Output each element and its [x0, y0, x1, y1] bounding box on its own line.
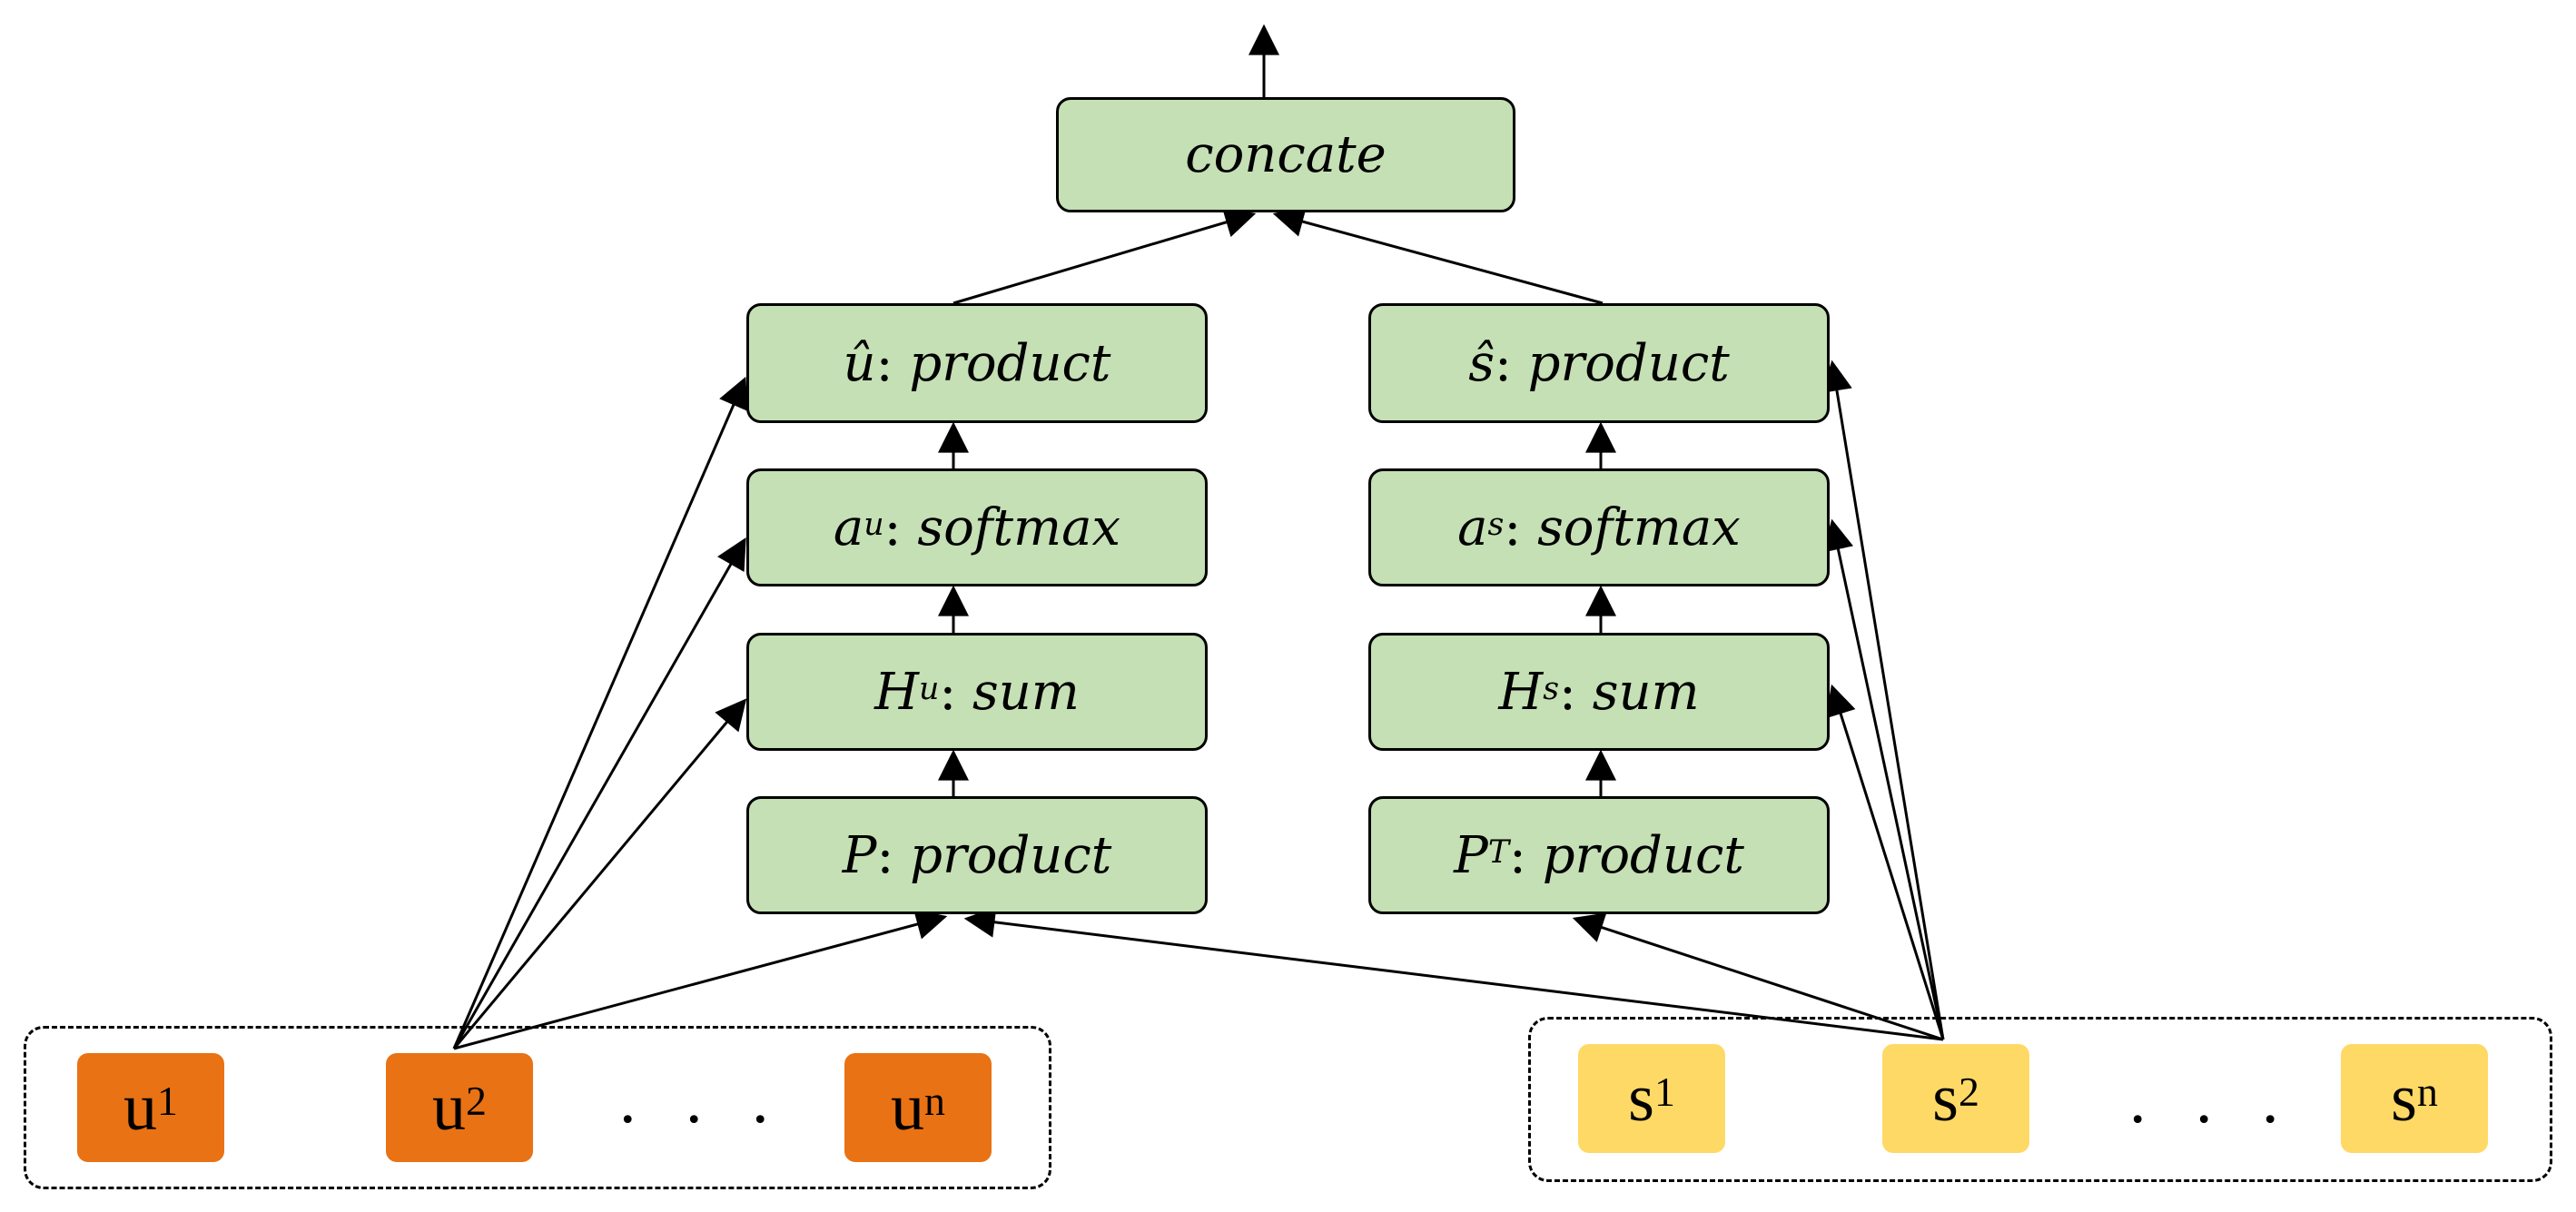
s-hat-product-node: ŝ: product — [1368, 303, 1830, 423]
a-u-label: softmax — [917, 498, 1121, 557]
user-token-1-base: u — [123, 1069, 158, 1145]
concat-label: concate — [1185, 125, 1387, 184]
h-u-label: sum — [972, 662, 1080, 722]
a-s-label: softmax — [1537, 498, 1741, 557]
user-ellipsis: . . . — [619, 1063, 785, 1138]
p-label: product — [910, 825, 1112, 885]
arrow-s2-to-as — [1822, 518, 1945, 1040]
arrow-u2-to-au — [452, 537, 746, 1049]
a-u-symbol: a — [833, 498, 864, 557]
user-token-2-base: u — [432, 1069, 467, 1145]
p-product-node: P: product — [746, 796, 1208, 914]
arrow-s2-to-shat — [1821, 360, 1945, 1040]
service-token-group — [1528, 1017, 2552, 1182]
concat-node: concate — [1056, 97, 1515, 212]
user-token-n-base: u — [891, 1069, 925, 1145]
arrow-s2-to-hs — [1825, 684, 1945, 1040]
service-token-1-base: s — [1628, 1060, 1654, 1136]
u-hat-label: product — [909, 333, 1111, 393]
arrow-u2-to-uhat — [452, 376, 748, 1049]
service-token-2-base: s — [1932, 1060, 1959, 1136]
h-s-label: sum — [1592, 662, 1700, 722]
h-s-symbol: H — [1498, 662, 1544, 722]
arrow-shat-to-concat — [1272, 206, 1604, 305]
service-token-n-base: s — [2391, 1060, 2417, 1136]
s-hat-label: product — [1527, 333, 1730, 393]
arrow-u2-to-hu — [452, 698, 747, 1049]
p-t-label: product — [1542, 825, 1744, 885]
p-t-symbol: P — [1454, 825, 1488, 885]
u-hat-product-node: û: product — [746, 303, 1208, 423]
p-symbol: P — [842, 825, 877, 885]
h-u-symbol: H — [874, 662, 919, 722]
u-hat-symbol: û — [843, 333, 876, 393]
user-token-group — [24, 1026, 1051, 1189]
s-hat-symbol: ŝ — [1468, 333, 1495, 393]
arrow-uhat-to-concat — [952, 207, 1257, 305]
service-ellipsis: . . . — [2129, 1063, 2295, 1138]
a-s-symbol: a — [1457, 498, 1488, 557]
